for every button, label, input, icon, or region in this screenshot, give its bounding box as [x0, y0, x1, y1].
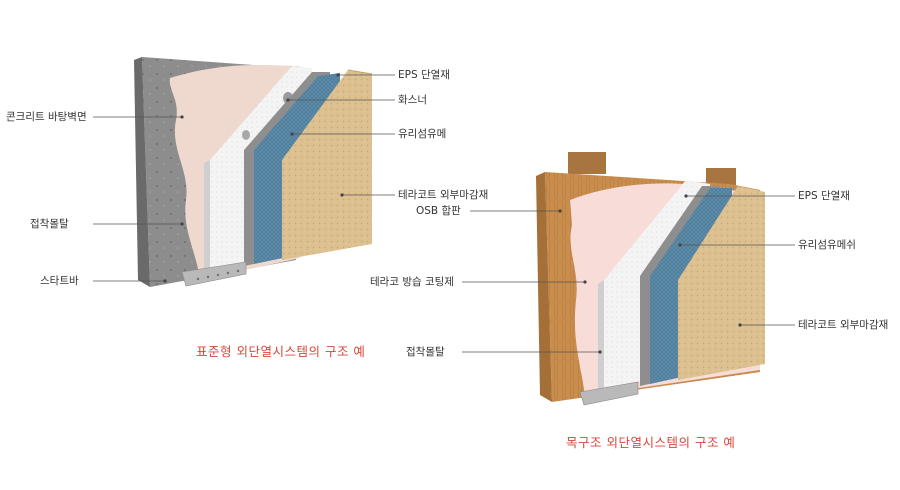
osb-panel-side: [536, 172, 552, 402]
concrete-wall-side: [134, 57, 150, 287]
label-glass-fiber-mesh: 유리섬유메쉬: [798, 239, 856, 251]
label-osb-plywood: OSB 합판: [416, 205, 461, 217]
label-vapor-coating: 테라코 방습 코팅제: [370, 276, 454, 288]
label-glass-fiber-mesh: 유리섬유메: [398, 128, 447, 140]
label-start-bar: 스타트바: [40, 275, 79, 287]
standard-wall-section: [93, 57, 395, 287]
label-eps-insulation: EPS 단열재: [798, 190, 850, 202]
label-fastener: 화스너: [398, 94, 427, 106]
wood-stud-top: [568, 152, 606, 174]
fastener: [242, 130, 250, 140]
caption-wood-frame-system: 목구조 외단열시스템의 구조 예: [566, 435, 736, 450]
start-bar: [579, 381, 639, 406]
label-adhesive-mortar: 접착몰탈: [30, 218, 69, 230]
label-terracoat-finish: 테라코트 외부마감재: [798, 319, 889, 331]
label-concrete-wall: 콘크리트 바탕벽면: [6, 111, 87, 123]
label-terracoat-finish: 테라코트 외부마감재: [398, 189, 489, 201]
finish-coat-layer: [678, 186, 765, 380]
wood-stud-top: [706, 168, 736, 186]
wood-frame-wall-section: [462, 152, 795, 406]
label-eps-insulation: EPS 단열재: [398, 69, 450, 81]
finish-coat-edge: [347, 69, 373, 75]
caption-standard-system: 표준형 외단열시스템의 구조 예: [196, 344, 366, 359]
eps-board-edge: [204, 160, 210, 272]
eps-board-edge: [598, 280, 604, 390]
label-adhesive-mortar: 접착몰탈: [406, 346, 445, 358]
finish-coat-layer: [282, 70, 372, 260]
